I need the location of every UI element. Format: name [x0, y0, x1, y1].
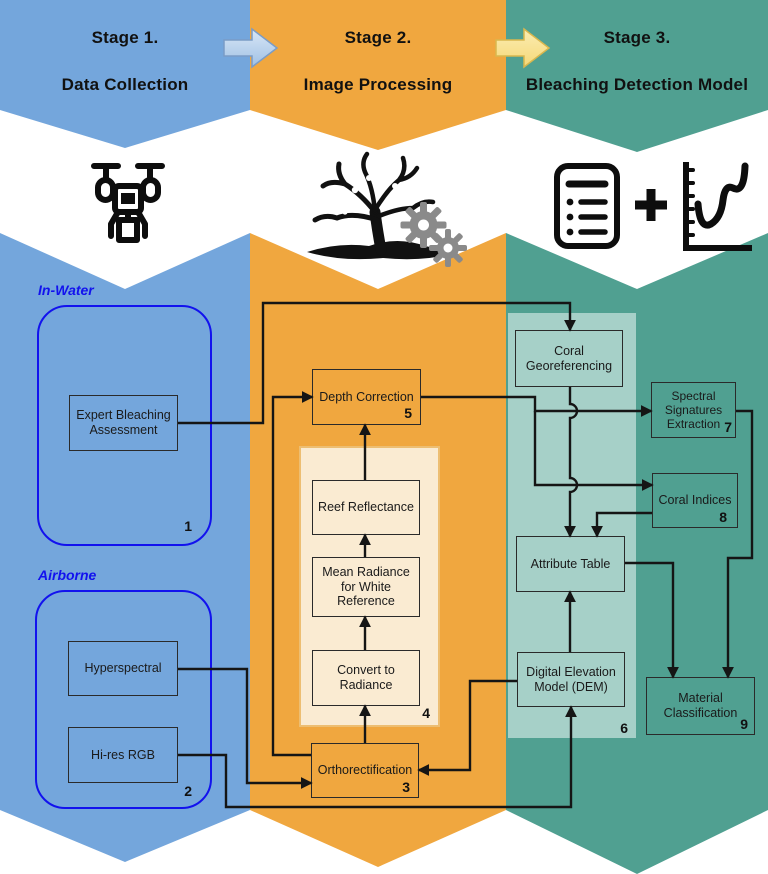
- stage1-subtitle: Data Collection: [61, 75, 189, 94]
- node-reef-reflectance: Reef Reflectance: [312, 480, 420, 535]
- gear-icon: [400, 202, 467, 267]
- node-number: 5: [404, 405, 412, 422]
- node-attribute-table: Attribute Table: [516, 536, 625, 592]
- node-number: 8: [719, 509, 727, 526]
- node-coral-indices: Coral Indices 8: [652, 473, 738, 528]
- stage3-title: Stage 3.: [603, 28, 671, 47]
- stage1-header-chevron: [0, 0, 250, 148]
- node-label: Expert Bleaching Assessment: [76, 408, 171, 437]
- node-hires-rgb: Hi-res RGB: [68, 727, 178, 783]
- attribute-list-icon: [554, 163, 620, 249]
- stage1-to-stage2-arrow: [223, 27, 279, 69]
- node-number: 3: [402, 779, 410, 796]
- node-hyperspectral: Hyperspectral: [68, 641, 178, 696]
- stage2-subtitle: Image Processing: [303, 75, 453, 94]
- node-label: Material Classification: [663, 691, 738, 720]
- in-water-label: In-Water: [38, 282, 94, 298]
- node-label: Coral Georeferencing: [525, 343, 613, 373]
- node-expert-bleaching-assessment: Expert Bleaching Assessment: [69, 395, 178, 451]
- node-mean-radiance: Mean Radiance for White Reference: [312, 557, 420, 617]
- plus-icon: [635, 189, 667, 221]
- node-number: 9: [740, 716, 748, 733]
- node-label: Attribute Table: [530, 556, 611, 571]
- dem-group-number: 6: [620, 720, 628, 736]
- stage1-title: Stage 1.: [91, 28, 159, 47]
- node-orthorectification: Orthorectification 3: [311, 743, 419, 798]
- spectral-plot-icon: [683, 162, 752, 251]
- stage2-title: Stage 2.: [344, 28, 412, 47]
- drone-icon: [91, 163, 165, 243]
- node-label: Reef Reflectance: [318, 500, 414, 515]
- node-material-classification: Material Classification 9: [646, 677, 755, 735]
- radiance-group-number: 4: [422, 705, 430, 721]
- node-label: Coral Indices: [658, 493, 732, 508]
- stage3-subtitle: Bleaching Detection Model: [525, 75, 749, 94]
- node-label: Mean Radiance for White Reference: [322, 564, 410, 609]
- in-water-group: 1: [37, 305, 212, 546]
- node-label: Hyperspectral: [84, 661, 162, 676]
- node-label: Spectral Signatures Extraction: [664, 388, 723, 432]
- airborne-label: Airborne: [38, 567, 97, 583]
- stage2-to-stage3-arrow: [495, 27, 551, 69]
- in-water-group-number: 1: [184, 518, 192, 534]
- node-convert-to-radiance: Convert to Radiance: [312, 650, 420, 706]
- node-label: Hi-res RGB: [91, 747, 155, 762]
- node-label: Depth Correction: [319, 389, 414, 404]
- node-label: Digital Elevation Model (DEM): [526, 664, 616, 694]
- node-label: Convert to Radiance: [337, 663, 395, 692]
- node-number: 7: [724, 419, 732, 436]
- node-label: Orthorectification: [317, 763, 413, 778]
- node-digital-elevation-model: Digital Elevation Model (DEM): [517, 652, 625, 707]
- airborne-group-number: 2: [184, 783, 192, 799]
- coral-with-gears-icon: [307, 151, 467, 267]
- node-depth-correction: Depth Correction 5: [312, 369, 421, 425]
- node-spectral-signatures-extraction: Spectral Signatures Extraction 7: [651, 382, 736, 438]
- node-coral-georeferencing: Coral Georeferencing: [515, 330, 623, 387]
